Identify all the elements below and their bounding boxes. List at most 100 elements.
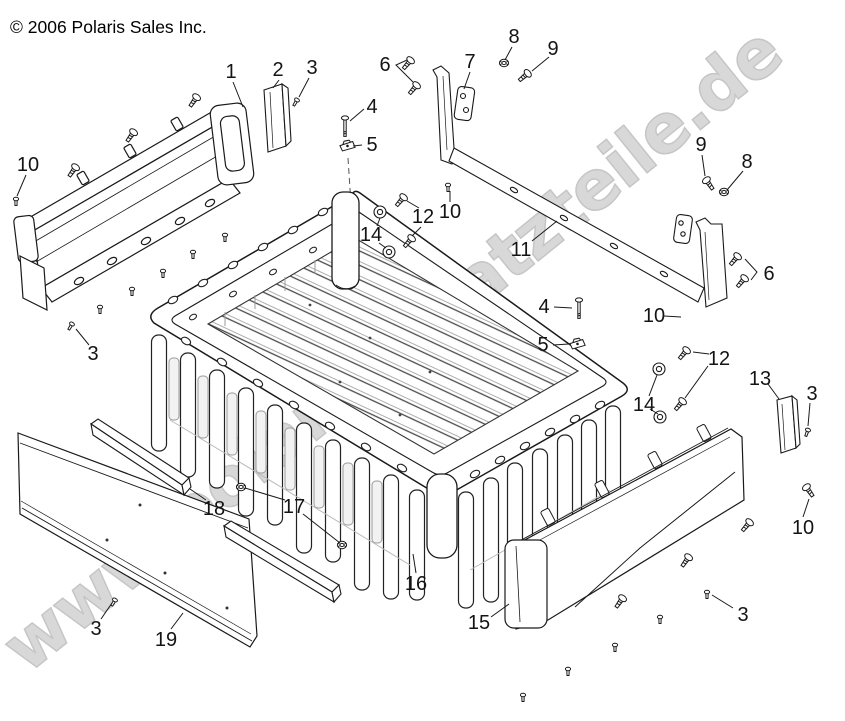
callout-labels: 1 2 3 4 5 6 7 8 9 10 3 10 12 14 11 9 8 6… [17,26,818,651]
front-panel-top-tabs [76,116,184,186]
clip-icon [569,337,586,350]
callout-3-bottom-left: 3 [90,618,101,640]
callout-19: 19 [155,629,177,651]
box-floor-ribs [206,237,580,455]
screw-icon [700,174,717,193]
rail-strip-part-18-upper [90,418,192,497]
screw-icon [12,196,20,206]
front-panel-part-1 [13,102,255,312]
callout-8-top: 8 [508,26,519,48]
callout-10-left: 10 [17,154,39,176]
callout-3-left: 3 [87,343,98,365]
front-panel-handle-bracket [209,102,255,186]
screw-icon [186,91,203,110]
callout-6-top: 6 [379,54,390,76]
washer-icon [652,362,666,376]
callout-3-right: 3 [806,383,817,405]
screw-icon [656,614,664,624]
pad-part-13 [776,394,801,454]
callout-9-right: 9 [695,134,706,156]
callout-4-left: 4 [366,96,377,118]
box-corner-post-line [335,284,356,290]
nut-icon [235,482,247,492]
screw-icon [612,592,629,611]
side-panel-tabs [540,424,712,526]
callout-8-right: 8 [741,151,752,173]
callout-12-right: 12 [708,348,730,370]
callout-11: 11 [511,239,532,261]
callout-13: 13 [749,368,771,390]
screw-icon [128,286,136,296]
callout-10-far-right: 10 [792,517,814,539]
cargo-box-part-16 [150,190,628,609]
screw-icon [738,516,756,534]
callout-5-left: 5 [366,134,377,156]
slat-rail-hint [169,419,411,566]
box-corner-post-rear [331,191,360,290]
callout-10-center: 10 [439,201,461,223]
screw-icon [611,642,619,652]
support-rail-part-11 [432,65,728,308]
callout-1: 1 [225,61,236,83]
box-rim-bolt-holes [167,207,606,479]
callout-3-bottom-right: 3 [737,604,748,626]
latch-plate-right [673,213,693,245]
callout-5-right: 5 [537,334,548,356]
latch-plate-part-7 [453,86,476,122]
screw-icon [800,481,817,500]
screw-icon [189,249,197,259]
seal-pad-part-2 [263,82,292,153]
front-panel-left-cap [13,214,48,312]
screw-icon [392,191,410,209]
washer-icon [373,205,387,219]
screw-icon [405,79,423,97]
callout-17: 17 [283,496,305,518]
screw-icon [123,126,140,145]
callout-7: 7 [464,51,475,73]
callout-9-top: 9 [547,38,558,60]
screw-icon [733,272,751,290]
clip-icon [339,139,356,152]
screw-icon [671,395,689,413]
screw-icon [96,304,104,314]
callout-3-top: 3 [306,57,317,79]
callout-14-right: 14 [633,394,655,416]
callout-6-right: 6 [763,263,774,285]
screw-icon [444,182,452,192]
nut-icon [498,58,510,68]
callout-4-right: 4 [538,296,549,318]
screw-icon [159,268,167,278]
callout-18: 18 [203,498,225,520]
rail-right-bracket [695,217,728,308]
callout-12-left: 12 [412,206,434,228]
rail-bar [448,147,705,303]
box-floor-holes [308,303,432,417]
screw-icon [802,427,812,438]
screw-icon [221,232,229,242]
tailgate-holes [105,503,229,610]
box-back-slats [168,357,383,544]
rail-strip-part-18-lower [223,520,342,604]
callout-14-left: 14 [360,224,382,246]
screw-icon [516,67,534,85]
bolt-icon [340,115,350,137]
leader-lines [16,46,811,630]
side-panel-part-15 [504,424,745,630]
screw-icon [703,589,711,599]
box-corner-post-front [426,473,458,559]
callout-2: 2 [272,59,283,81]
front-panel-mount-holes [73,198,216,286]
screw-icon [65,320,76,332]
tailgate-panel-part-19 [17,432,258,648]
screw-icon [726,250,744,268]
washer-icon [382,245,396,259]
screw-icon [519,692,527,702]
screw-icon [564,666,572,676]
screw-icon [399,54,417,72]
side-panel-end-cap [504,539,548,629]
screw-icon [675,344,693,362]
screw-icon [290,96,301,108]
screw-icon [678,551,695,570]
